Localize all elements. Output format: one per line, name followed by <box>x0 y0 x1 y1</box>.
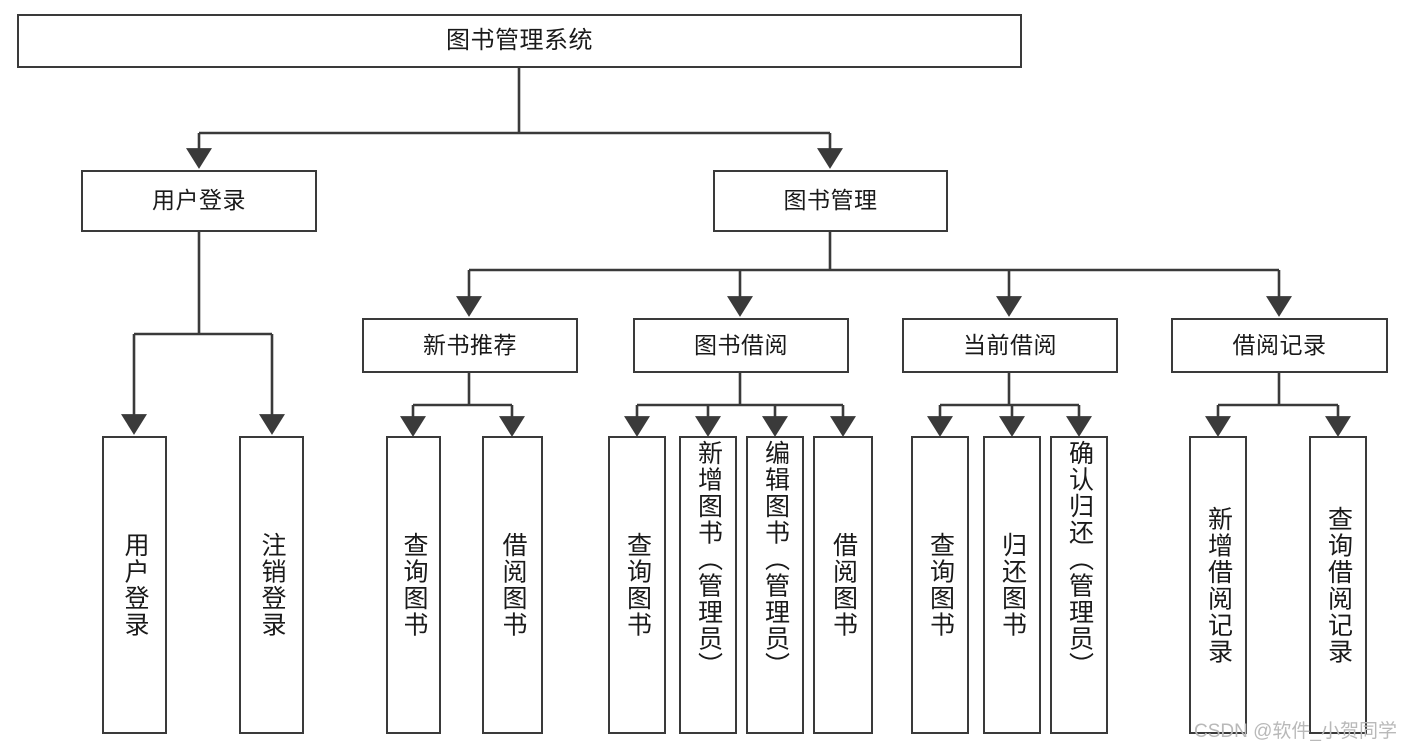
node-leaf-query-book-3[interactable]: 查询图书 <box>911 436 969 734</box>
node-user-login-label: 用户登录 <box>152 187 246 214</box>
node-leaf-borrow-book-2-label: 借阅图书 <box>829 532 858 638</box>
node-leaf-add-book-label: 新增图书（管理员） <box>694 440 723 679</box>
node-new-book-rec-label: 新书推荐 <box>423 331 517 358</box>
node-leaf-borrow-book-1-label: 借阅图书 <box>499 532 527 638</box>
node-current-borrow[interactable]: 当前借阅 <box>902 318 1118 373</box>
node-leaf-user-logout[interactable]: 注销登录 <box>239 436 304 734</box>
node-leaf-confirm-return-label: 确认归还（管理员） <box>1065 440 1094 679</box>
node-book-manage[interactable]: 图书管理 <box>713 170 948 232</box>
node-root[interactable]: 图书管理系统 <box>17 14 1022 68</box>
node-book-borrow[interactable]: 图书借阅 <box>633 318 849 373</box>
node-leaf-user-logout-label: 注销登录 <box>258 532 286 638</box>
node-leaf-query-book-2[interactable]: 查询图书 <box>608 436 666 734</box>
node-leaf-query-book-3-label: 查询图书 <box>926 532 955 638</box>
node-leaf-confirm-return[interactable]: 确认归还（管理员） <box>1050 436 1108 734</box>
node-leaf-borrow-book-2[interactable]: 借阅图书 <box>813 436 873 734</box>
node-borrow-record-label: 借阅记录 <box>1232 331 1327 358</box>
node-leaf-edit-book-label: 编辑图书（管理员） <box>761 440 790 679</box>
node-borrow-record[interactable]: 借阅记录 <box>1171 318 1388 373</box>
node-leaf-add-book[interactable]: 新增图书（管理员） <box>679 436 737 734</box>
node-leaf-query-record[interactable]: 查询借阅记录 <box>1309 436 1367 734</box>
node-leaf-borrow-book-1[interactable]: 借阅图书 <box>482 436 543 734</box>
node-leaf-add-record-label: 新增借阅记录 <box>1204 505 1233 665</box>
node-leaf-query-record-label: 查询借阅记录 <box>1324 505 1353 665</box>
node-current-borrow-label: 当前借阅 <box>963 331 1057 358</box>
node-new-book-rec[interactable]: 新书推荐 <box>362 318 578 373</box>
node-leaf-return-book[interactable]: 归还图书 <box>983 436 1041 734</box>
node-leaf-query-book-1[interactable]: 查询图书 <box>386 436 441 734</box>
node-leaf-edit-book[interactable]: 编辑图书（管理员） <box>746 436 804 734</box>
node-leaf-add-record[interactable]: 新增借阅记录 <box>1189 436 1247 734</box>
node-leaf-user-login[interactable]: 用户登录 <box>102 436 167 734</box>
node-user-login[interactable]: 用户登录 <box>81 170 317 232</box>
node-root-label: 图书管理系统 <box>446 26 593 54</box>
node-leaf-user-login-label: 用户登录 <box>121 532 149 638</box>
node-leaf-query-book-1-label: 查询图书 <box>400 532 428 638</box>
node-leaf-return-book-label: 归还图书 <box>998 532 1027 638</box>
node-book-borrow-label: 图书借阅 <box>694 331 788 358</box>
node-leaf-query-book-2-label: 查询图书 <box>623 532 652 638</box>
node-book-manage-label: 图书管理 <box>783 187 878 214</box>
